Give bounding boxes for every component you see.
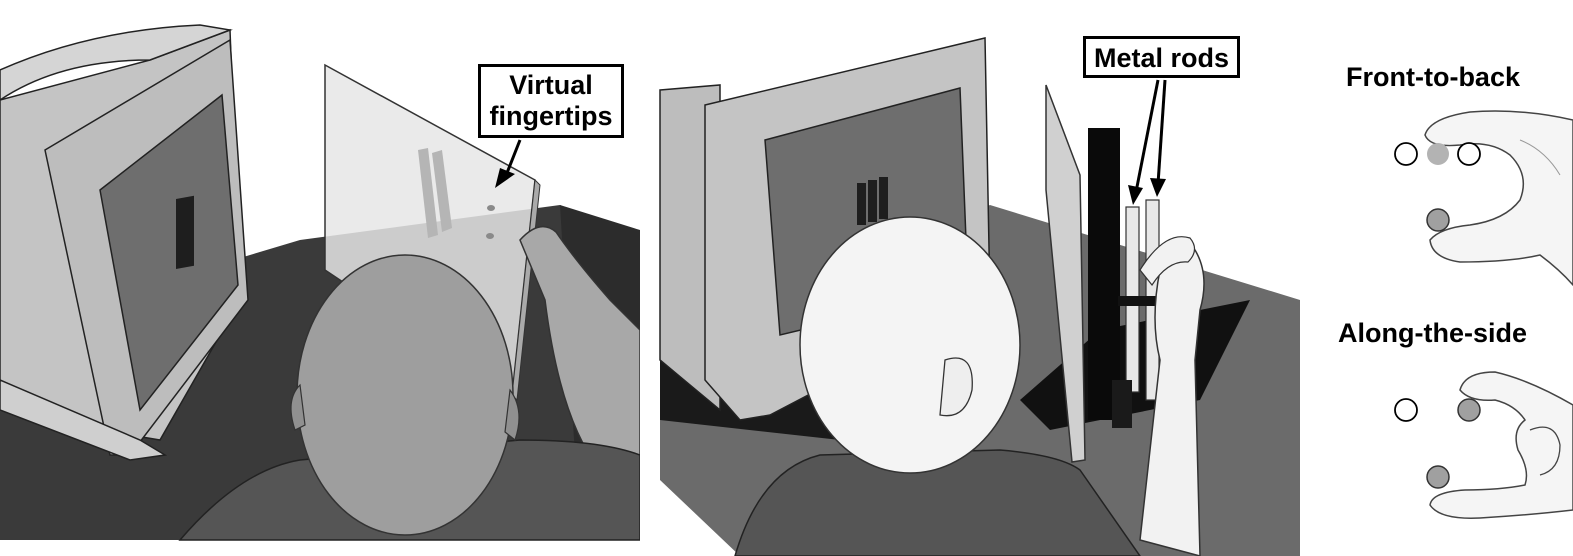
- virtual-rod-image: [418, 148, 438, 238]
- mirror-panel: [1045, 84, 1086, 463]
- along-the-side-title: Along-the-side: [1338, 318, 1527, 348]
- virtual-rod-image: [432, 150, 452, 232]
- contact-point-empty: [1394, 398, 1418, 422]
- callout-arrow: [1134, 79, 1160, 193]
- participant-head: [799, 216, 1021, 474]
- monitor-screen: [99, 93, 239, 412]
- monitor-base: [0, 379, 168, 461]
- callout-arrow: [1156, 79, 1167, 185]
- left-panel-scene: [0, 24, 640, 541]
- callout-arrowhead: [495, 168, 515, 188]
- back-board: [1088, 128, 1120, 420]
- middle-panel-scene: [659, 37, 1300, 556]
- monitor-top: [0, 24, 233, 101]
- virtual-fingertip-dot: [487, 205, 495, 211]
- ear: [504, 388, 520, 442]
- hand-crease: [1519, 139, 1561, 176]
- shirt: [734, 449, 1141, 556]
- callout-line-1: Virtual: [509, 70, 593, 100]
- screen-stimulus: [857, 183, 866, 225]
- contact-point-filled: [1426, 465, 1450, 489]
- hand-along-the-side: [1429, 371, 1573, 519]
- virtual-fingertip-dot: [486, 233, 494, 239]
- hand-fingers: [1139, 236, 1196, 287]
- rod-base: [1112, 380, 1132, 428]
- metal-rods-callout: Metal rods: [1083, 36, 1240, 78]
- hand: [519, 225, 640, 471]
- contact-point-empty: [1394, 142, 1418, 166]
- virtual-fingertips-callout: Virtual fingertips: [478, 64, 624, 138]
- hand-finger-curl: [1529, 426, 1561, 476]
- callout-line-2: fingertips: [489, 101, 613, 132]
- screen-stimulus: [176, 195, 194, 269]
- contact-point-filled: [1457, 398, 1481, 422]
- rod-clamp: [1118, 296, 1166, 306]
- ear: [290, 383, 306, 431]
- callout-arrowhead: [1150, 178, 1166, 197]
- contact-point-filled: [1426, 208, 1450, 232]
- callout-text: Metal rods: [1093, 43, 1230, 73]
- screen-stimulus: [879, 177, 888, 219]
- contact-point-filled: [1427, 143, 1449, 165]
- callout-arrowhead: [1128, 185, 1143, 205]
- contact-point-empty: [1457, 142, 1481, 166]
- hand-front-to-back: [1424, 110, 1573, 287]
- ear: [939, 357, 973, 417]
- screen-stimulus: [868, 180, 877, 222]
- front-to-back-title: Front-to-back: [1346, 62, 1520, 92]
